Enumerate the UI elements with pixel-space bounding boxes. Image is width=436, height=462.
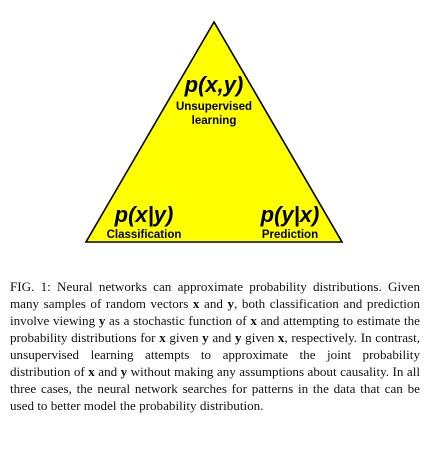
unsupervised-learning-label: Unsupervised learning (164, 100, 264, 128)
joint-probability-formula: p(x,y) (184, 72, 244, 97)
vector-symbol: x (277, 330, 285, 345)
caption-text-segment: Neural networks can approximate probabil… (10, 279, 420, 311)
figure-caption: FIG. 1: Neural networks can approximate … (10, 278, 420, 414)
vector-symbol: y (202, 330, 209, 345)
caption-text-segment: and (208, 330, 235, 345)
caption-text-segment: given (241, 330, 278, 345)
yellow-triangle (84, 20, 344, 243)
caption-text-segment: and (94, 364, 121, 379)
unsupervised-label-line1: Unsupervised (175, 101, 253, 113)
caption-text-segment: , respectively. In contrast, unsupervise… (10, 330, 421, 379)
caption-text-segment: without making any assumptions about cau… (10, 364, 420, 413)
caption-text-segment: given (165, 330, 203, 345)
caption-text-segment: , both classification and prediction inv… (10, 296, 421, 328)
caption-text-segment: as a stochastic function of (105, 313, 251, 328)
vector-symbol: x (250, 313, 257, 328)
caption-text-segment: and attempting to estimate the prob­abil… (10, 313, 420, 345)
caption-body: Neural networks can approximate probabil… (10, 279, 420, 413)
prediction-label: Prediction (261, 229, 319, 241)
prediction-formula: p(y|x) (260, 202, 320, 227)
vector-symbol: y (227, 296, 235, 311)
triangle-graphic (84, 20, 344, 243)
vector-symbol: y (234, 330, 242, 345)
vector-symbol: x (88, 364, 95, 379)
caption-text-segment: and (199, 296, 228, 311)
probability-triangle-diagram: p(x,y) Unsupervised learning p(x|y) Clas… (84, 20, 344, 243)
vector-symbol: y (120, 364, 128, 379)
unsupervised-label-line2: learning (191, 115, 237, 127)
figure-number: FIG. 1: (10, 279, 51, 294)
classification-formula: p(x|y) (114, 202, 174, 227)
classification-label: Classification (106, 229, 182, 241)
vector-symbol: x (159, 330, 166, 345)
vector-symbol: x (192, 296, 200, 311)
vector-symbol: y (98, 313, 106, 328)
